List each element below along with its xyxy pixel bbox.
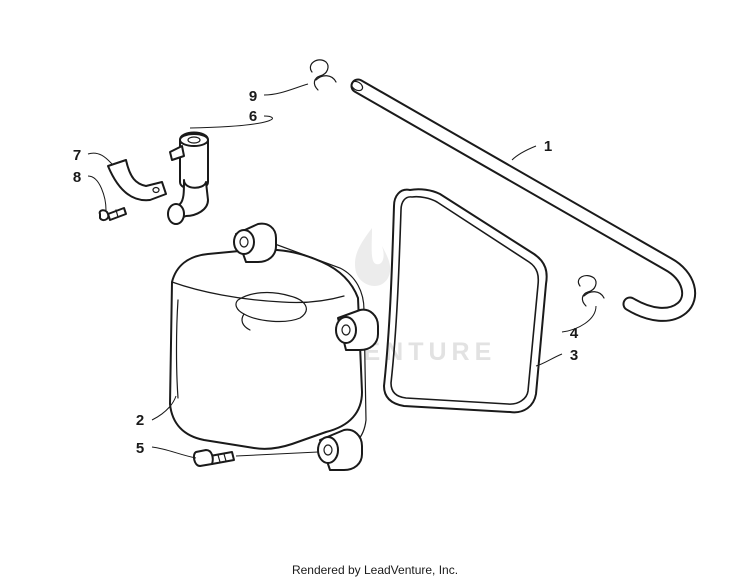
cover-boss-right (335, 308, 379, 351)
cover-boss-bottom (317, 428, 363, 471)
footer-credit: Rendered by LeadVenture, Inc. (291, 563, 459, 577)
callout-9: 9 (249, 88, 257, 105)
watermark-flame-icon (354, 228, 391, 286)
callout-labels: 9 6 7 8 1 2 5 4 3 (73, 88, 579, 457)
hose-part-1[interactable] (350, 78, 697, 322)
callout-8: 8 (73, 169, 81, 186)
gasket-part-3[interactable] (382, 188, 548, 414)
screw-part-8[interactable] (98, 207, 127, 222)
bolt-part-5[interactable] (192, 449, 319, 467)
clamp-part-4[interactable] (577, 274, 605, 307)
breather-fitting-part-6[interactable] (167, 131, 209, 225)
callout-1: 1 (544, 138, 552, 155)
clamp-part-9[interactable] (309, 59, 337, 91)
callout-6: 6 (249, 108, 257, 125)
callout-4: 4 (570, 325, 579, 342)
callout-3: 3 (570, 347, 578, 364)
callout-2: 2 (136, 412, 144, 429)
valve-cover-part-2[interactable] (169, 222, 379, 471)
bracket-part-7[interactable] (107, 159, 167, 202)
cover-boss-top (233, 222, 277, 263)
callout-5: 5 (136, 440, 144, 457)
leader-lines (87, 83, 597, 459)
callout-7: 7 (73, 147, 81, 164)
